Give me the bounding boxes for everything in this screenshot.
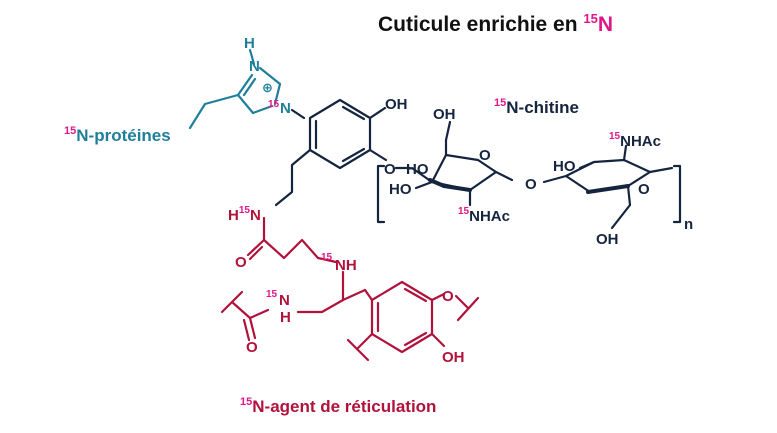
chitin-oh-bottom-label: OH	[596, 231, 619, 248]
n2-n-label: N	[279, 292, 290, 309]
catechol1-oh-label: OH	[385, 96, 408, 113]
title-text: Cuticule enrichie en	[378, 13, 583, 36]
catechol1-o-label: O	[384, 161, 396, 178]
proteins-text: N-protéines	[76, 126, 170, 145]
nh-isotope: 15	[321, 252, 333, 263]
proteins-isotope: 15	[64, 125, 76, 137]
catechol2-oh-label: OH	[442, 349, 465, 366]
chitin-glycosidic-o-label: O	[525, 176, 537, 193]
catechol-ring-2	[346, 280, 480, 362]
chitin-ring1-o-label: O	[479, 147, 491, 164]
chitin-label: 15N-chitine	[494, 97, 579, 117]
imidazole-n-top-label: N	[249, 58, 260, 75]
chitin-nhac2-label: 15NHAc	[609, 131, 661, 150]
crosslinker-chain	[220, 216, 367, 342]
chitin-ho1-label: HO	[406, 161, 429, 178]
acyl-o-label: O	[246, 339, 258, 356]
imidazole-h-label: H	[244, 35, 255, 52]
title-isotope: 15	[583, 11, 597, 26]
chitin-chain	[376, 120, 682, 230]
nh-label: NH	[335, 257, 357, 274]
chitin-ring2-o-label: O	[638, 181, 650, 198]
title-element: N	[598, 13, 613, 36]
chitin-ho3-label: HO	[553, 158, 576, 175]
chitin-repeat-n-label: n	[684, 216, 693, 233]
catechol2-o-label: O	[442, 288, 454, 305]
amide-o-label: O	[235, 254, 247, 271]
crosslinker-isotope: 15	[240, 396, 252, 408]
title: Cuticule enrichie en 15N	[378, 11, 613, 36]
n2-isotope: 15	[266, 289, 278, 300]
chitin-isotope: 15	[494, 97, 506, 109]
histidine-residue	[188, 48, 282, 130]
chitin-oh-top-label: OH	[433, 106, 456, 123]
hn-label: H15N	[228, 205, 261, 224]
chitin-ho2-label: HO	[389, 181, 412, 198]
chitin-nhac1-label: 15NHAc	[458, 206, 510, 225]
crosslinker-text: N-agent de réticulation	[252, 397, 436, 416]
imidazole-n-label: N	[280, 100, 291, 117]
chitin-text: N-chitine	[506, 98, 579, 117]
crosslinker-label: 15N-agent de réticulation	[240, 396, 436, 416]
catechol-ring-1	[274, 98, 388, 207]
n2-h-label: H	[280, 309, 291, 326]
proteins-label: 15N-protéines	[64, 125, 171, 145]
imidazole-plus-label: ⊕	[262, 80, 273, 95]
imidazole-n-isotope: 15	[268, 99, 280, 110]
